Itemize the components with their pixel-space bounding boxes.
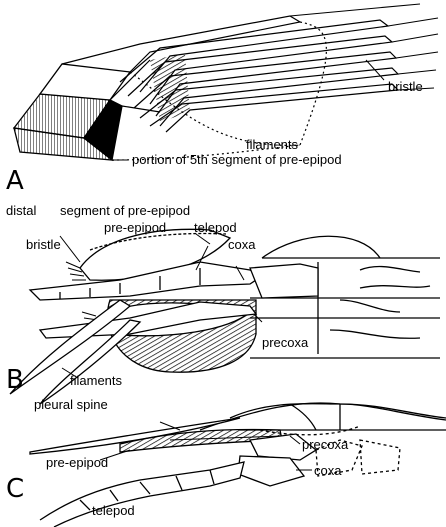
label-precoxa-c: precoxa bbox=[302, 438, 348, 451]
label-coxa-c: coxa bbox=[314, 464, 341, 477]
label-filaments-b: filaments bbox=[70, 374, 122, 387]
label-telepod-c: telepod bbox=[92, 504, 135, 517]
label-filaments-a: filaments bbox=[246, 138, 298, 151]
fifth-segment-top bbox=[40, 64, 130, 100]
coxa-c bbox=[238, 456, 304, 486]
pre-epipod-segment-diagram bbox=[14, 4, 438, 160]
label-coxa-b: coxa bbox=[228, 238, 255, 251]
label-distal: distal bbox=[6, 204, 36, 217]
label-bristle-a: bristle bbox=[388, 80, 423, 93]
panel-label-c: C bbox=[6, 476, 24, 502]
label-portion-5th-segment: portion of 5th segment of pre-epipod bbox=[132, 153, 342, 166]
label-precoxa-b: precoxa bbox=[262, 336, 308, 349]
label-pre-epipod-c: pre-epipod bbox=[46, 456, 108, 469]
panel-label-b: B bbox=[6, 367, 24, 393]
label-segment-of-pre-epipod: segment of pre-epipod bbox=[60, 204, 190, 217]
label-telepod-b: telepod bbox=[194, 221, 237, 234]
label-pre-epipod-b: pre-epipod bbox=[104, 221, 166, 234]
label-bristle-b: bristle bbox=[26, 238, 61, 251]
bristles bbox=[290, 4, 438, 90]
coxa-block bbox=[250, 264, 318, 298]
telepod-c bbox=[40, 462, 244, 527]
label-pleural-spine: pleural spine bbox=[34, 398, 108, 411]
panel-label-a: A bbox=[6, 168, 24, 194]
